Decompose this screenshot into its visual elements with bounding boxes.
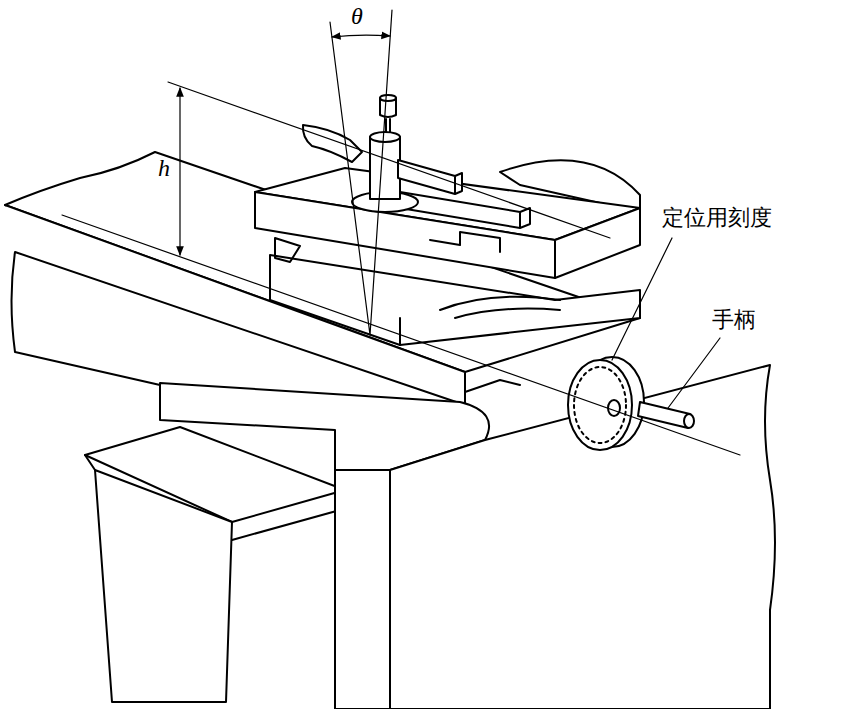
cutting-tool — [303, 125, 362, 162]
compound-side — [555, 208, 640, 278]
dimension-label: h — [158, 155, 170, 181]
compound-front — [255, 192, 555, 278]
base-box — [335, 365, 775, 709]
tool-post-top — [370, 132, 400, 142]
post-screw-stem — [386, 119, 390, 132]
handle — [638, 402, 690, 428]
left-block-edge — [85, 455, 345, 540]
post-screw-top — [380, 95, 396, 101]
part-name: 手柄 — [712, 308, 756, 332]
angle-line — [330, 10, 392, 335]
handwheel-hub — [608, 400, 620, 416]
part-name: 定位用刻度 — [662, 206, 772, 230]
leader-line — [612, 238, 672, 360]
angle-symbol: θ — [351, 3, 363, 29]
leader-line — [668, 338, 720, 408]
cross-slide-dovetail — [400, 297, 560, 345]
tool-holder-bar — [398, 160, 462, 194]
angle-arc — [332, 35, 390, 37]
clamp-bar — [400, 192, 530, 228]
bed-groove — [465, 380, 520, 392]
extension-line — [62, 82, 740, 455]
handle-end — [684, 414, 694, 428]
tool-post-body — [370, 137, 400, 199]
compound-dovetail — [275, 232, 500, 262]
base-edge — [389, 470, 391, 709]
left-block-front — [95, 470, 232, 702]
cross-slide — [270, 255, 640, 345]
dimension-line — [179, 88, 180, 255]
